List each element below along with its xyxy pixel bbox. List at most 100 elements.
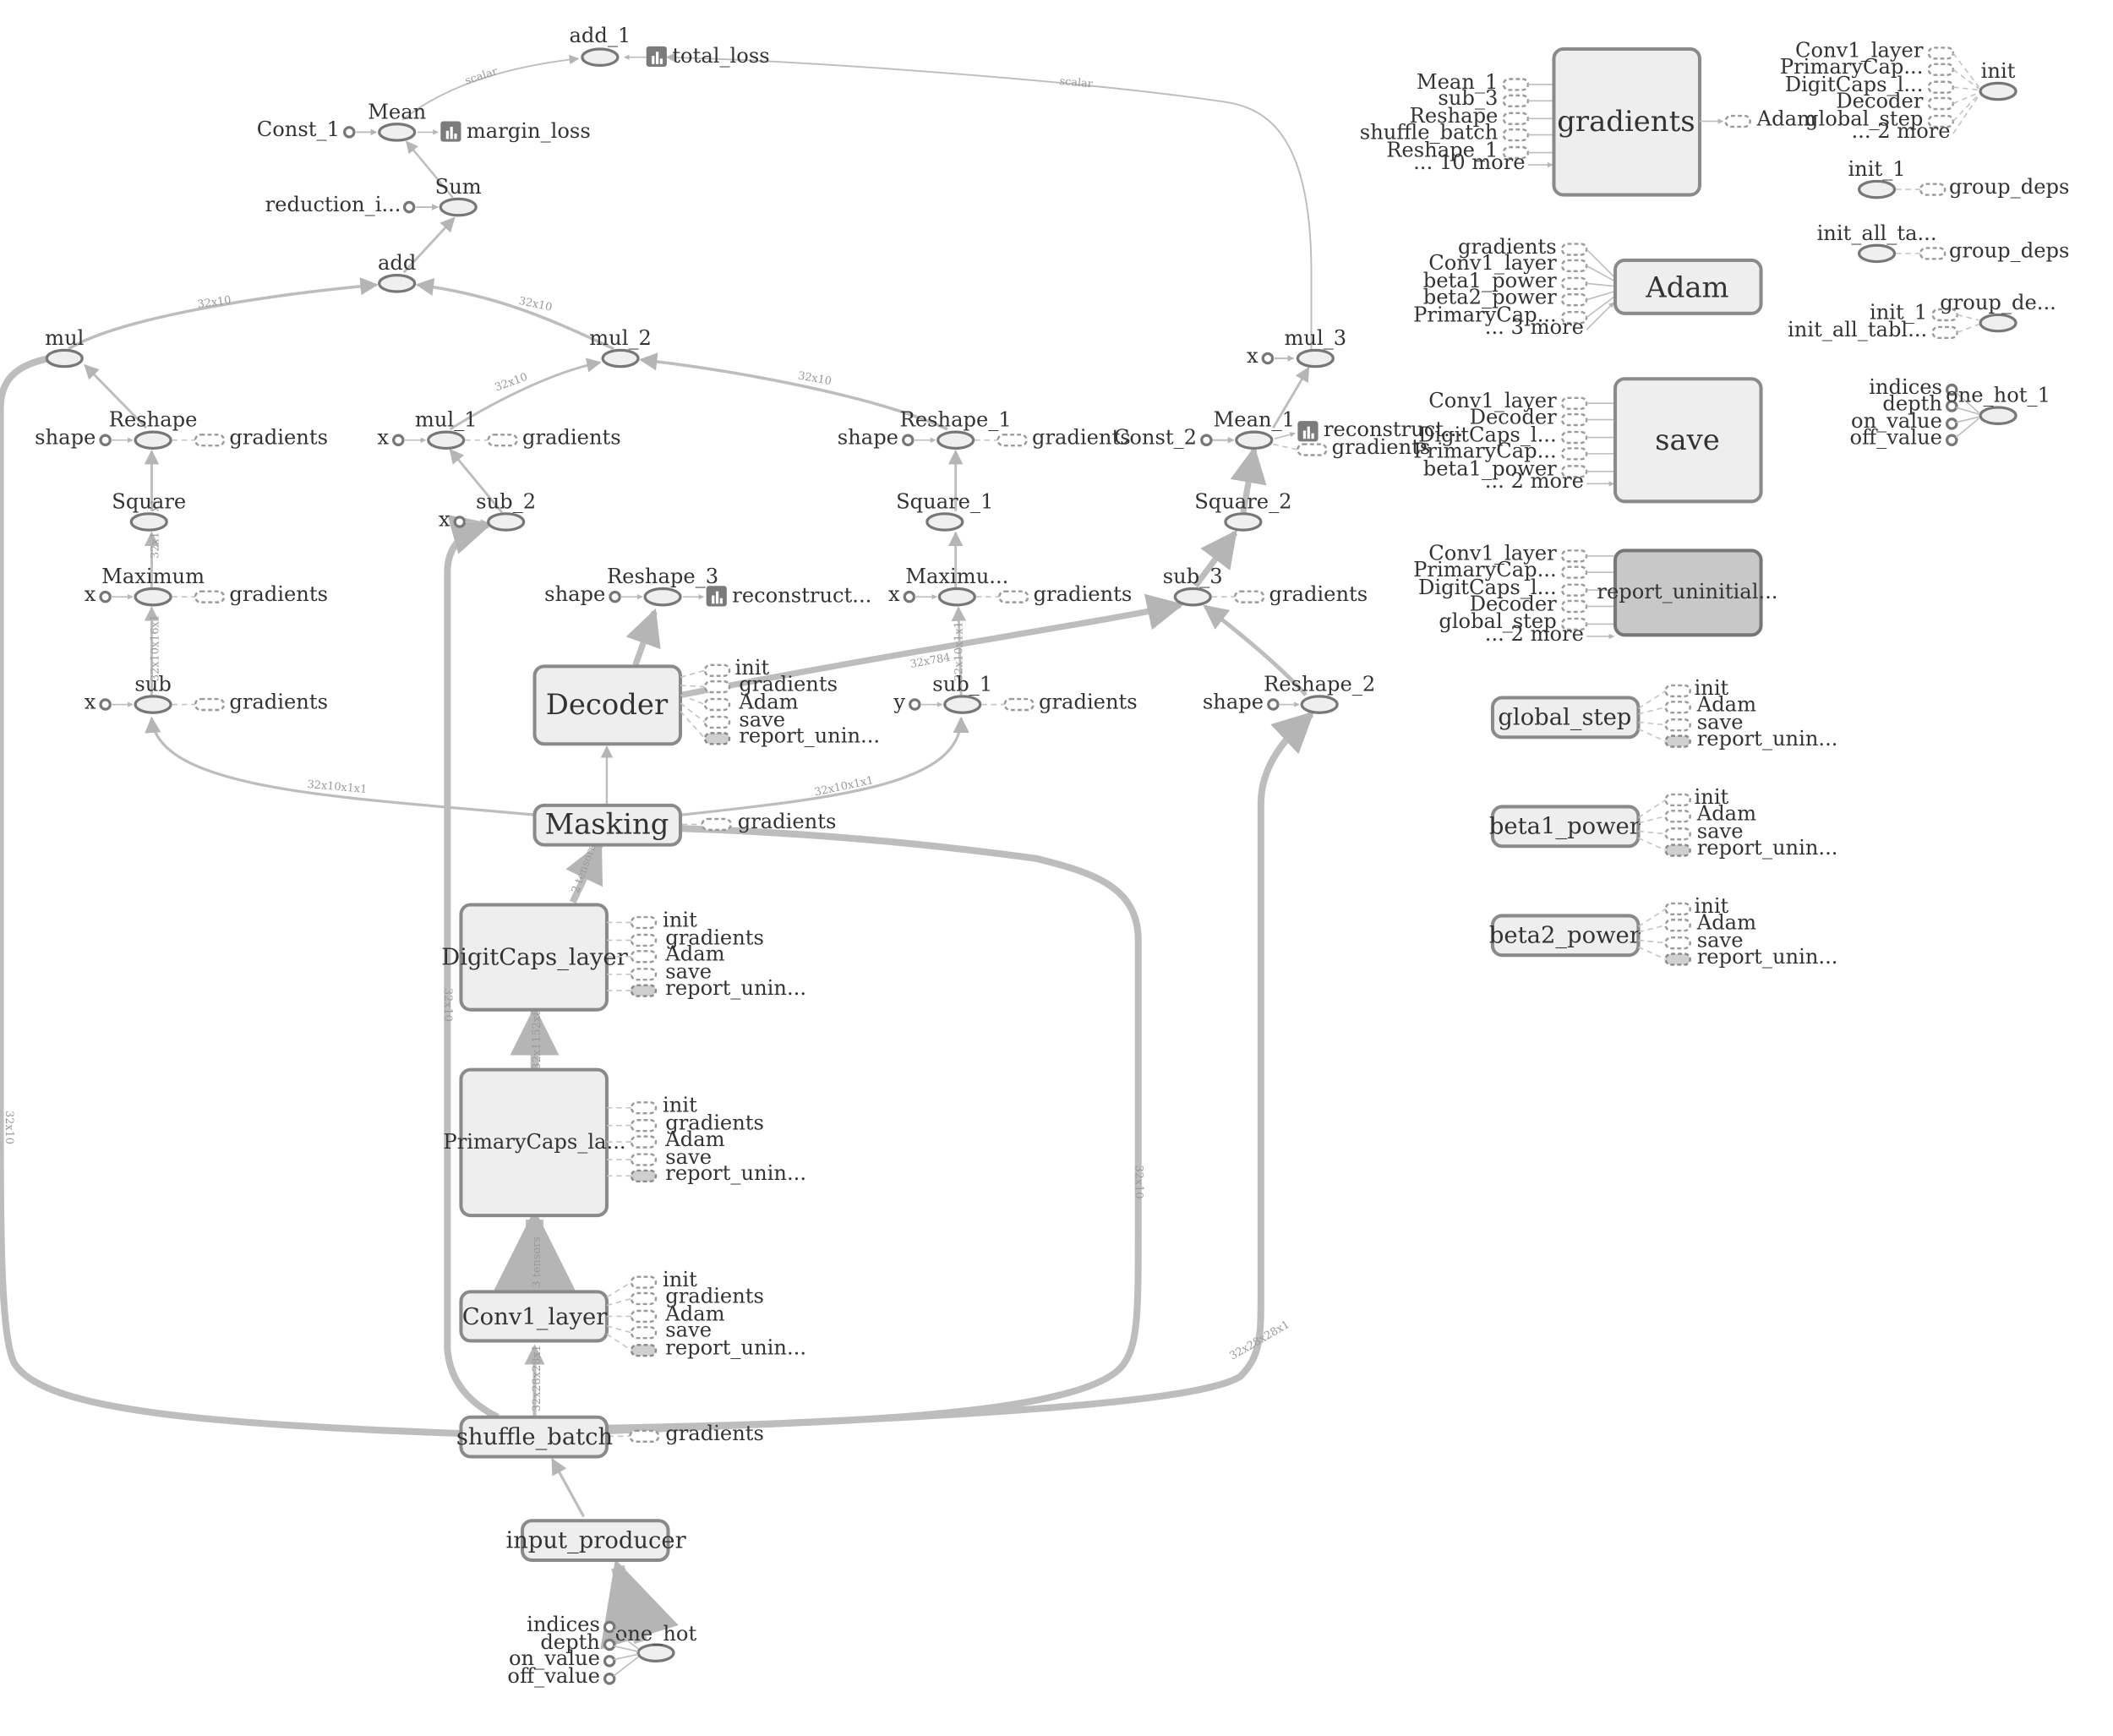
one-hot-inputs: indices depth on_value off_value bbox=[507, 1613, 639, 1688]
const-shape-reshape1[interactable]: shape bbox=[838, 426, 936, 450]
aux-gradients[interactable]: Mean_1 sub_3 Reshape shuffle_batch Resha… bbox=[1360, 47, 1816, 197]
aux-one-hot-1[interactable]: indices depth on_value off_value one_hot… bbox=[1849, 375, 2050, 450]
op-reshape_1[interactable]: Reshape_1 bbox=[900, 408, 1012, 450]
op-add[interactable]: add bbox=[378, 251, 416, 293]
svg-text:sub_3: sub_3 bbox=[1438, 86, 1498, 110]
aux-init-1[interactable]: init_1 group_deps bbox=[1848, 157, 2069, 199]
ref-gradients-sub[interactable]: gradients bbox=[172, 690, 328, 713]
ref-gradients-mul1[interactable]: gradients bbox=[465, 426, 621, 450]
group-masking[interactable]: Masking bbox=[532, 803, 683, 847]
aux-beta2-power[interactable]: beta2_power init Adam save report_unin..… bbox=[1489, 894, 1838, 969]
op-square_1[interactable]: Square_1 bbox=[896, 489, 993, 532]
summary-margin_loss[interactable]: margin_loss bbox=[417, 119, 591, 143]
op-one_hot[interactable]: one_hot bbox=[615, 1622, 697, 1662]
aux-beta2-outputs: init Adam save report_unin... bbox=[1637, 894, 1837, 969]
svg-text:on_value: on_value bbox=[509, 1646, 600, 1670]
aux-report-uninitialized[interactable]: Conv1_layer PrimaryCap... DigitCaps_l...… bbox=[1413, 542, 1777, 646]
svg-text:x: x bbox=[888, 582, 900, 606]
op-mul_2[interactable]: mul_2 bbox=[589, 326, 652, 368]
aux-global-step[interactable]: global_step init Adam save report_unin..… bbox=[1490, 676, 1838, 751]
aux-init-inputs: Conv1_layer PrimaryCap... DigitCaps_l...… bbox=[1780, 39, 1980, 143]
op-mul_1[interactable]: mul_1 bbox=[415, 408, 478, 450]
op-sub_2[interactable]: sub_2 bbox=[476, 489, 536, 532]
ref-gradients-masking[interactable]: gradients bbox=[681, 810, 837, 833]
const-depth[interactable]: depth bbox=[540, 1630, 639, 1654]
const-x-maximum1[interactable]: x bbox=[888, 582, 937, 606]
summary-total_loss[interactable]: total_loss bbox=[624, 44, 770, 68]
ref-gradients-shuffle[interactable]: gradients bbox=[608, 1422, 764, 1445]
group-shuffle-batch[interactable]: shuffle_batch bbox=[456, 1415, 613, 1459]
svg-text:... 3 more: ... 3 more bbox=[1485, 315, 1584, 339]
op-sub[interactable]: sub bbox=[134, 672, 172, 714]
edge-label-32x10x1x1-1: 32x10x1x1 bbox=[307, 778, 368, 796]
op-reshape_2[interactable]: Reshape_2 bbox=[1264, 672, 1375, 714]
const-x-sub[interactable]: x bbox=[85, 690, 134, 713]
op-add_1[interactable]: add_1 bbox=[569, 24, 631, 67]
group-digitcaps-layer[interactable]: DigitCaps_layer init gradients Adam save… bbox=[441, 903, 806, 1012]
svg-text:PrimaryCap...: PrimaryCap... bbox=[1413, 558, 1557, 581]
const-x-maximum[interactable]: x bbox=[85, 582, 134, 606]
op-square[interactable]: Square bbox=[112, 489, 186, 532]
const-shape-reshape2[interactable]: shape bbox=[1203, 690, 1300, 713]
aux-save[interactable]: Conv1_layer Decoder DigitCaps_l... Prima… bbox=[1413, 377, 1763, 504]
svg-text:Conv1_layer: Conv1_layer bbox=[462, 1304, 608, 1330]
const-x-sub2[interactable]: x bbox=[439, 507, 487, 531]
op-mean[interactable]: Mean bbox=[368, 100, 426, 142]
ref-gradients-mean1[interactable]: gradients bbox=[1273, 435, 1430, 459]
digitcaps-refs: init gradients Adam save report_unin... bbox=[606, 908, 806, 1000]
group-conv1-layer[interactable]: Conv1_layer init gradients Adam save rep… bbox=[459, 1268, 806, 1360]
aux-init[interactable]: Conv1_layer PrimaryCap... DigitCaps_l...… bbox=[1780, 39, 2017, 143]
op-mul_3[interactable]: mul_3 bbox=[1284, 326, 1346, 368]
op-maximum_1[interactable]: Maximu... bbox=[905, 565, 1008, 607]
svg-text:group_deps: group_deps bbox=[1949, 239, 2069, 263]
svg-text:gradients: gradients bbox=[1032, 426, 1131, 450]
group-primarycaps-layer[interactable]: PrimaryCaps_la... init gradients Adam sa… bbox=[443, 1067, 806, 1218]
const-y-sub1[interactable]: y bbox=[893, 690, 943, 713]
const-on-value[interactable]: on_value bbox=[509, 1646, 639, 1670]
svg-text:mul: mul bbox=[45, 326, 84, 350]
const-const_1[interactable]: Const_1 bbox=[257, 117, 356, 141]
const-shape-reshape[interactable]: shape bbox=[35, 426, 134, 450]
op-mean_1[interactable]: Mean_1 bbox=[1214, 408, 1296, 450]
ref-gradients-sub1[interactable]: gradients bbox=[981, 690, 1138, 713]
op-square_2[interactable]: Square_2 bbox=[1194, 489, 1292, 532]
svg-text:depth: depth bbox=[1882, 391, 1942, 415]
const-x-mul3[interactable]: x bbox=[1247, 344, 1275, 368]
ref-gradients-maximum1[interactable]: gradients bbox=[975, 582, 1132, 606]
svg-text:one_hot_1: one_hot_1 bbox=[1946, 384, 2050, 407]
summary-reconstruct-reshape3[interactable]: reconstruct... bbox=[683, 584, 871, 608]
group-decoder[interactable]: Decoder init gradients Adam save report_… bbox=[532, 656, 881, 748]
op-reshape_3[interactable]: Reshape_3 bbox=[607, 565, 718, 607]
ref-gradients-sub3[interactable]: gradients bbox=[1211, 582, 1368, 606]
op-sub_3[interactable]: sub_3 bbox=[1163, 565, 1223, 607]
aux-adam-inputs: gradients Conv1_layer beta1_power beta2_… bbox=[1413, 235, 1613, 339]
const-reduction[interactable]: reduction_i... bbox=[265, 193, 416, 216]
const-indices[interactable]: indices bbox=[527, 1613, 639, 1650]
summary-icon bbox=[646, 46, 667, 67]
aux-init-all-tables[interactable]: init_all_ta... group_deps bbox=[1817, 221, 2070, 264]
svg-text:report_unin...: report_unin... bbox=[739, 724, 880, 748]
const-off-value[interactable]: off_value bbox=[507, 1656, 639, 1688]
ref-gradients-reshape1[interactable]: gradients bbox=[975, 426, 1131, 450]
op-maximum[interactable]: Maximum bbox=[101, 565, 205, 607]
svg-text:Masking: Masking bbox=[544, 808, 669, 841]
op-reshape[interactable]: Reshape bbox=[109, 408, 198, 450]
aux-group-deps[interactable]: init_1 init_all_tabl... group_de... bbox=[1788, 291, 2056, 341]
ref-gradients-reshape[interactable]: gradients bbox=[172, 426, 328, 450]
const-shape-reshape3[interactable]: shape bbox=[544, 582, 643, 606]
summary-reconstruct-mean1[interactable]: reconstruct... bbox=[1274, 418, 1463, 442]
op-sub_1[interactable]: sub_1 bbox=[932, 672, 992, 714]
group-input-producer[interactable]: input_producer bbox=[505, 1519, 687, 1563]
op-mul[interactable]: mul bbox=[45, 326, 85, 368]
op-sum[interactable]: Sum bbox=[435, 175, 482, 217]
ref-gradients-maximum[interactable]: gradients bbox=[172, 582, 328, 606]
const-const_2[interactable]: Const_2 bbox=[1114, 426, 1213, 450]
aux-beta1-power[interactable]: beta1_power init Adam save report_unin..… bbox=[1489, 785, 1838, 860]
svg-text:report_unin...: report_unin... bbox=[1697, 836, 1838, 860]
svg-text:group_de...: group_de... bbox=[1940, 291, 2056, 314]
svg-text:margin_loss: margin_loss bbox=[467, 119, 591, 143]
edge-label-32x10-1: 32x10 bbox=[197, 294, 232, 311]
const-x-mul1[interactable]: x bbox=[377, 426, 427, 450]
aux-adam[interactable]: gradients Conv1_layer beta1_power beta2_… bbox=[1413, 235, 1763, 339]
